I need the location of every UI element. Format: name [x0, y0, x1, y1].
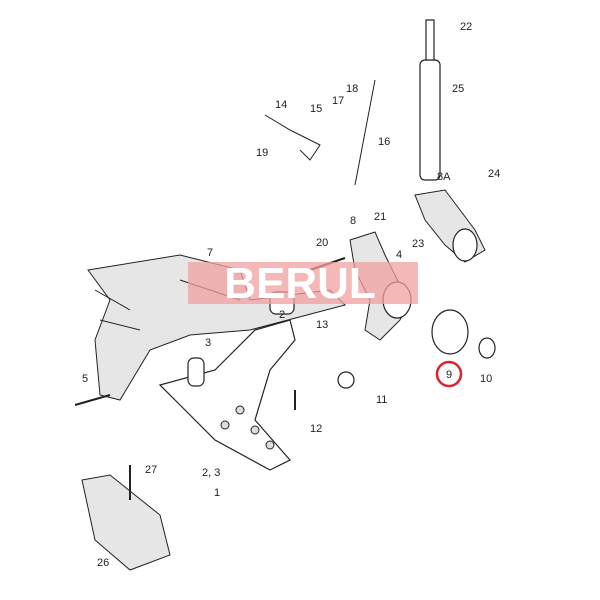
- watermark-text: BERUL: [224, 259, 376, 308]
- label-14: 14: [275, 99, 287, 111]
- label-21: 21: [374, 211, 386, 223]
- label-27: 27: [145, 464, 157, 476]
- label-15: 15: [310, 103, 322, 115]
- label-1: 1: [214, 487, 220, 499]
- label-10: 10: [480, 373, 492, 385]
- bushing-rear: [187, 357, 205, 387]
- stabilizer-bar: [264, 114, 321, 161]
- label-8a: 8A: [437, 171, 451, 183]
- label-2: 2: [279, 309, 285, 321]
- watermark: BERUL: [188, 259, 418, 308]
- label-23: 23: [412, 238, 424, 250]
- label-19: 19: [256, 147, 268, 159]
- ball-joint: [337, 371, 355, 389]
- label-8: 8: [350, 215, 356, 227]
- label-17: 17: [332, 95, 344, 107]
- label-9: 9: [446, 369, 452, 381]
- label-22: 22: [460, 21, 472, 33]
- control-arm: [158, 319, 296, 471]
- label-18: 18: [346, 83, 358, 95]
- label-2-3: 2, 3: [202, 467, 220, 479]
- label-26: 26: [97, 557, 109, 569]
- label-5: 5: [82, 373, 88, 385]
- label-13: 13: [316, 319, 328, 331]
- label-3: 3: [205, 337, 211, 349]
- strut: [419, 59, 441, 181]
- label-25: 25: [452, 83, 464, 95]
- callout-labels: 22 25 18 17 14 15 16 19 24 8A 8 21 7 20 …: [82, 21, 500, 569]
- label-24: 24: [488, 168, 500, 180]
- stabilizer-link: [354, 79, 376, 186]
- wheel-hub: [431, 309, 469, 355]
- splash-shield: [81, 474, 171, 571]
- label-4: 4: [396, 249, 402, 261]
- label-20: 20: [316, 237, 328, 249]
- label-11: 11: [376, 394, 387, 406]
- label-12: 12: [310, 423, 322, 435]
- label-16: 16: [378, 136, 390, 148]
- highlighted-part-9[interactable]: 9: [435, 360, 463, 388]
- label-7: 7: [207, 247, 213, 259]
